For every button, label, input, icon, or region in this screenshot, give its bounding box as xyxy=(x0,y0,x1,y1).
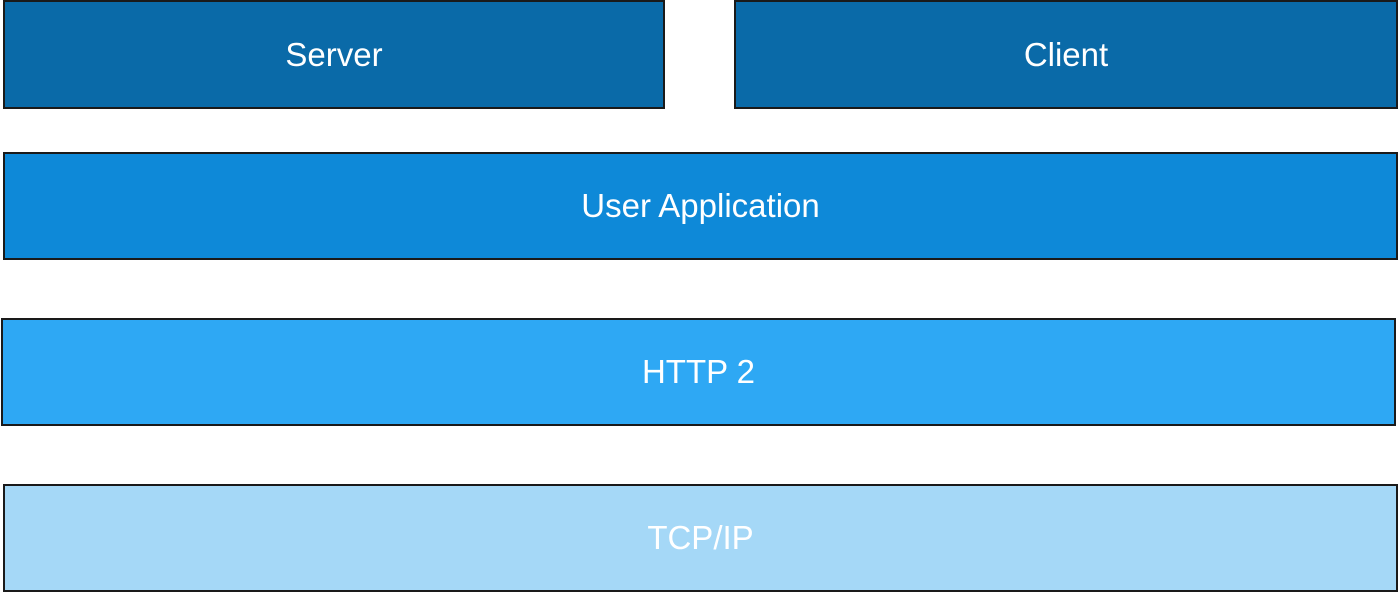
user-application-box: User Application xyxy=(3,152,1398,260)
client-box: Client xyxy=(734,0,1398,109)
http2-label: HTTP 2 xyxy=(641,353,756,390)
server-label: Server xyxy=(285,35,383,73)
tcp-ip-box: TCP/IP xyxy=(3,484,1398,592)
server-box: Server xyxy=(3,0,665,109)
user-application-label: User Application xyxy=(581,187,820,224)
http2-box: HTTP 2 xyxy=(1,318,1396,426)
client-label: Client xyxy=(1023,35,1109,73)
tcp-ip-label: TCP/IP xyxy=(647,519,754,556)
